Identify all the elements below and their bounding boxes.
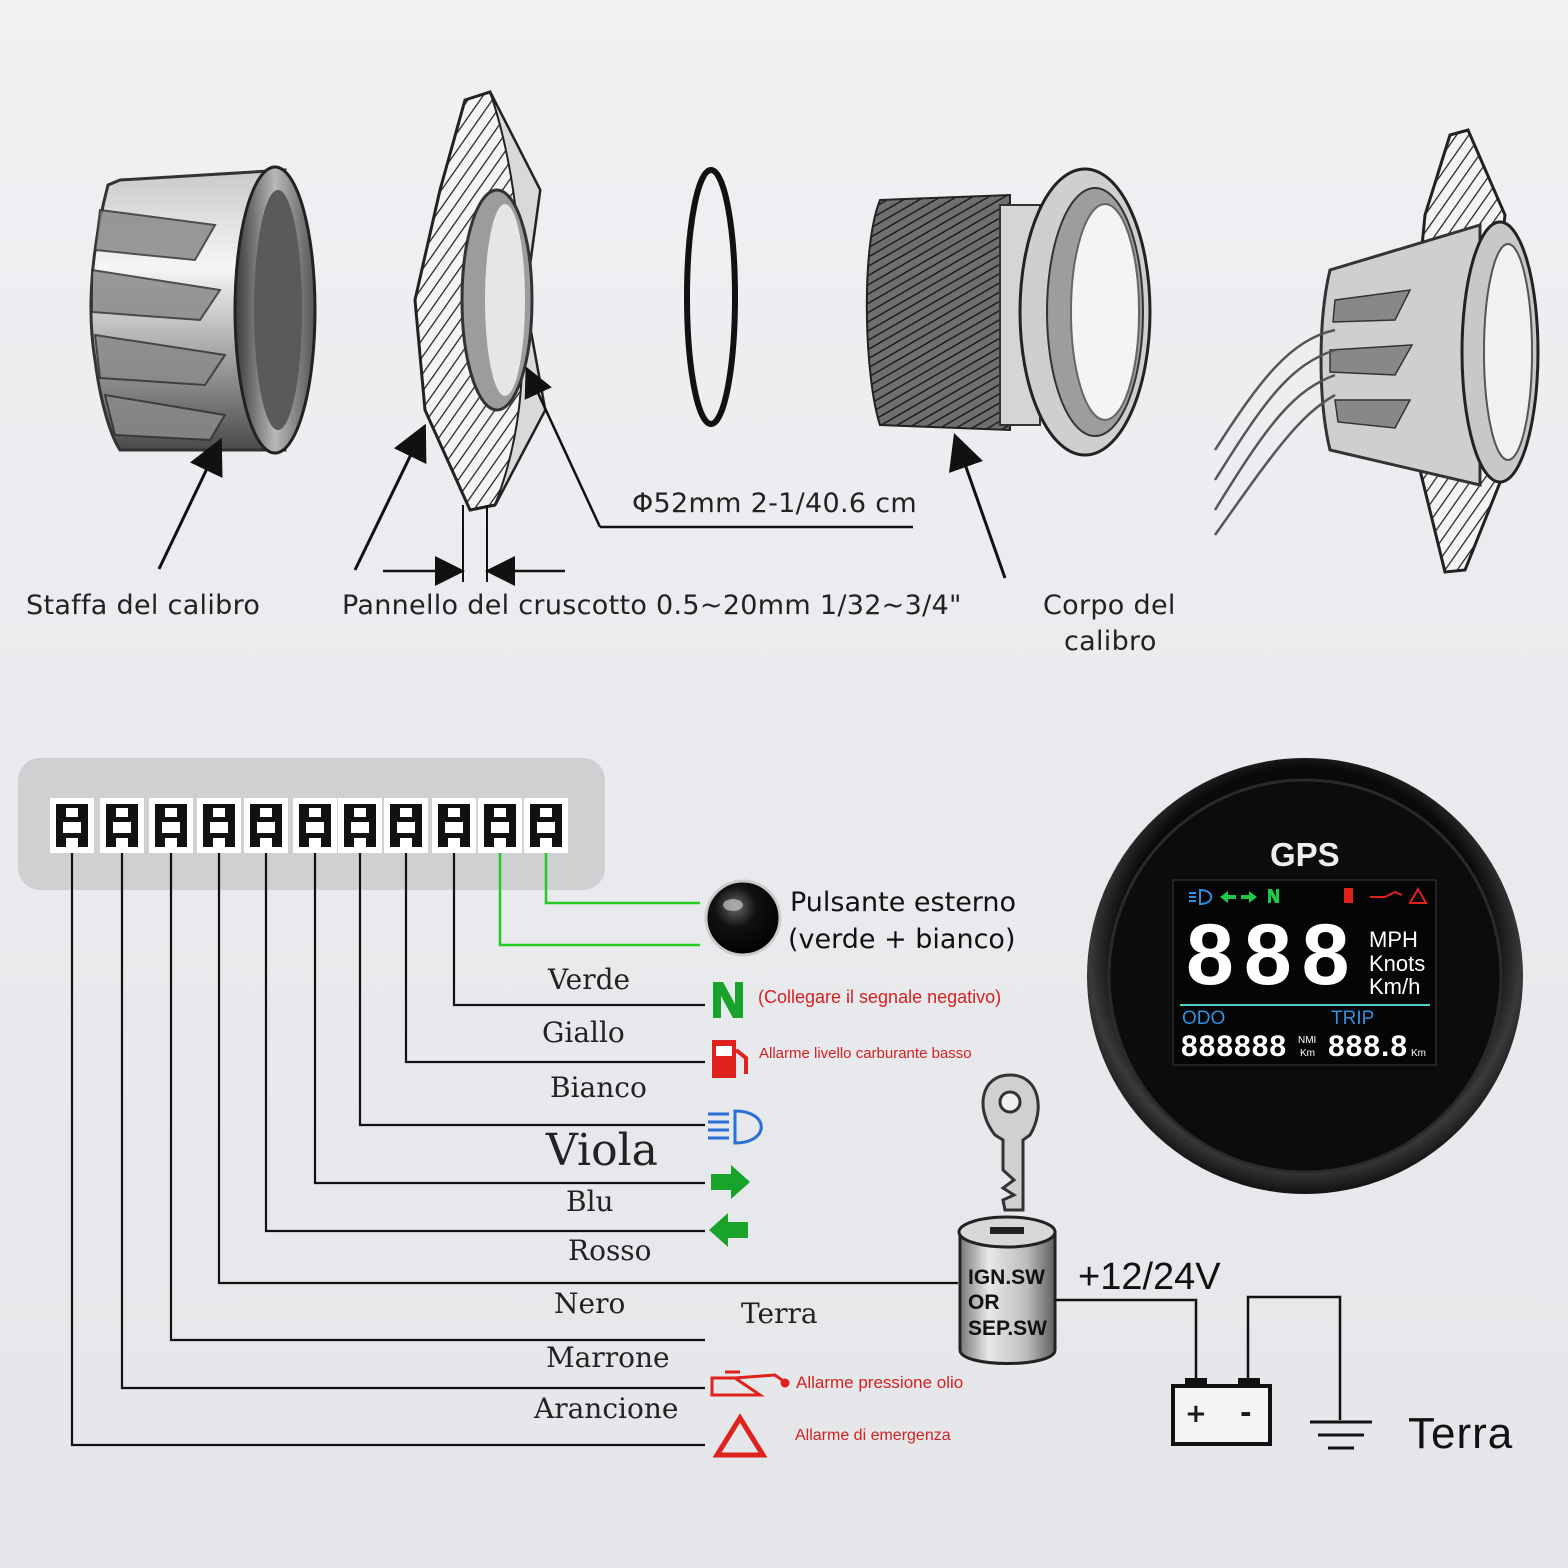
key-icon [981,1073,1040,1212]
wire-label-giallo: Giallo [542,1016,625,1049]
trip-unit-km: Km [1411,1048,1426,1059]
button-wire-line [498,853,700,947]
gauge-body-label-line2: calibro [1064,626,1157,657]
wire-line [169,853,705,1342]
wire-label-bianco: Bianco [550,1071,647,1104]
voltage-label: +12/24V [1078,1256,1221,1298]
connector-pin [50,798,94,853]
wire-label-rosso: Rosso [568,1234,652,1267]
gauge-body-illustration [865,167,1152,579]
wire-line [313,853,705,1185]
odo-unit-km: Km [1300,1048,1315,1059]
function-emergency: Allarme di emergenza [795,1427,951,1444]
ignition-switch-illustration [957,1215,1057,1365]
hole-diameter-label: Φ52mm 2-1/40.6 cm [632,488,917,519]
unit-kmh: Km/h [1369,974,1421,999]
wire-lines [70,853,958,1447]
battery-plus-label: + [1185,1399,1207,1429]
wire-line [404,853,705,1064]
gps-gauge [1087,758,1523,1194]
neutral-n-icon [713,982,743,1018]
function-low-fuel: Allarme livello carburante basso [759,1045,972,1062]
fuel-pump-icon [712,1040,748,1078]
connector-pin [244,798,288,853]
external-button-label-line1: Pulsante esterno [790,887,1017,918]
arrow-right-icon [711,1165,750,1199]
wire-label-nero: Nero [554,1287,626,1320]
gauge-body-label-line1: Corpo del [1043,590,1176,621]
wire-line [264,853,705,1233]
switch-label-line1: IGN.SW [968,1266,1045,1289]
assembled-gauge-illustration [1213,128,1540,574]
wire-line [217,853,958,1285]
unit-knots: Knots [1369,951,1426,976]
odo-readout: 888888 [1181,1030,1288,1063]
connector-pin [384,798,428,853]
gauge-bracket-illustration [89,165,317,570]
connector-pin [149,798,193,853]
wire-label-viola: Viola [546,1125,658,1176]
wire-line [452,853,705,1007]
trip-label: TRIP [1331,1008,1375,1029]
headlight-high-beam-icon [708,1109,763,1145]
function-neutral-signal: (Collegare il segnale negativo) [758,987,1002,1007]
wire-label-blu: Blu [566,1185,614,1218]
dashboard-panel-illustration [353,90,913,586]
arrow-left-icon [709,1213,748,1247]
button-wire-line [544,853,700,905]
connector-block [18,758,605,890]
connector-pin [293,798,337,853]
trip-readout: 888.8 [1328,1030,1409,1063]
external-button-label-line2: (verde + bianco) [788,924,1016,955]
bracket-label: Staffa del calibro [26,590,261,621]
connector-pin [478,798,522,853]
wire-line [358,853,705,1127]
odo-label: ODO [1182,1008,1226,1029]
ground-icon [1310,1420,1372,1450]
connector-pin [100,798,144,853]
wire-label-marrone: Marrone [546,1341,670,1374]
warning-triangle-icon [712,1413,768,1458]
unit-mph: MPH [1369,927,1418,952]
ground-label: Terra [1408,1409,1514,1458]
panel-thickness-label: Pannello del cruscotto 0.5~20mm 1/32~3/4… [342,590,962,621]
switch-label-line3: SEP.SW [968,1317,1047,1340]
wire-label-arancione: Arancione [534,1392,679,1425]
wire-line [120,853,705,1390]
connector-pin [432,798,476,853]
battery-minus-label: - [1240,1396,1252,1429]
external-button-illustration [704,879,782,957]
connector-pin [197,798,241,853]
battery-icon [1171,1378,1272,1446]
gauge-title: GPS [1270,836,1340,873]
speed-readout: 888 [1186,907,1360,1003]
switch-label-line2: OR [968,1291,1000,1314]
odo-unit-nmi: NMI [1298,1035,1317,1046]
wire-label-verde: Verde [548,963,631,996]
power-lines [1055,1295,1342,1420]
wire-line [70,853,705,1447]
function-ground: Terra [741,1297,818,1330]
o-ring-illustration [684,167,738,427]
oil-can-icon [710,1370,790,1397]
connector-pin [338,798,382,853]
connector-pin [524,798,568,853]
function-oil-pressure: Allarme pressione olio [796,1373,964,1392]
